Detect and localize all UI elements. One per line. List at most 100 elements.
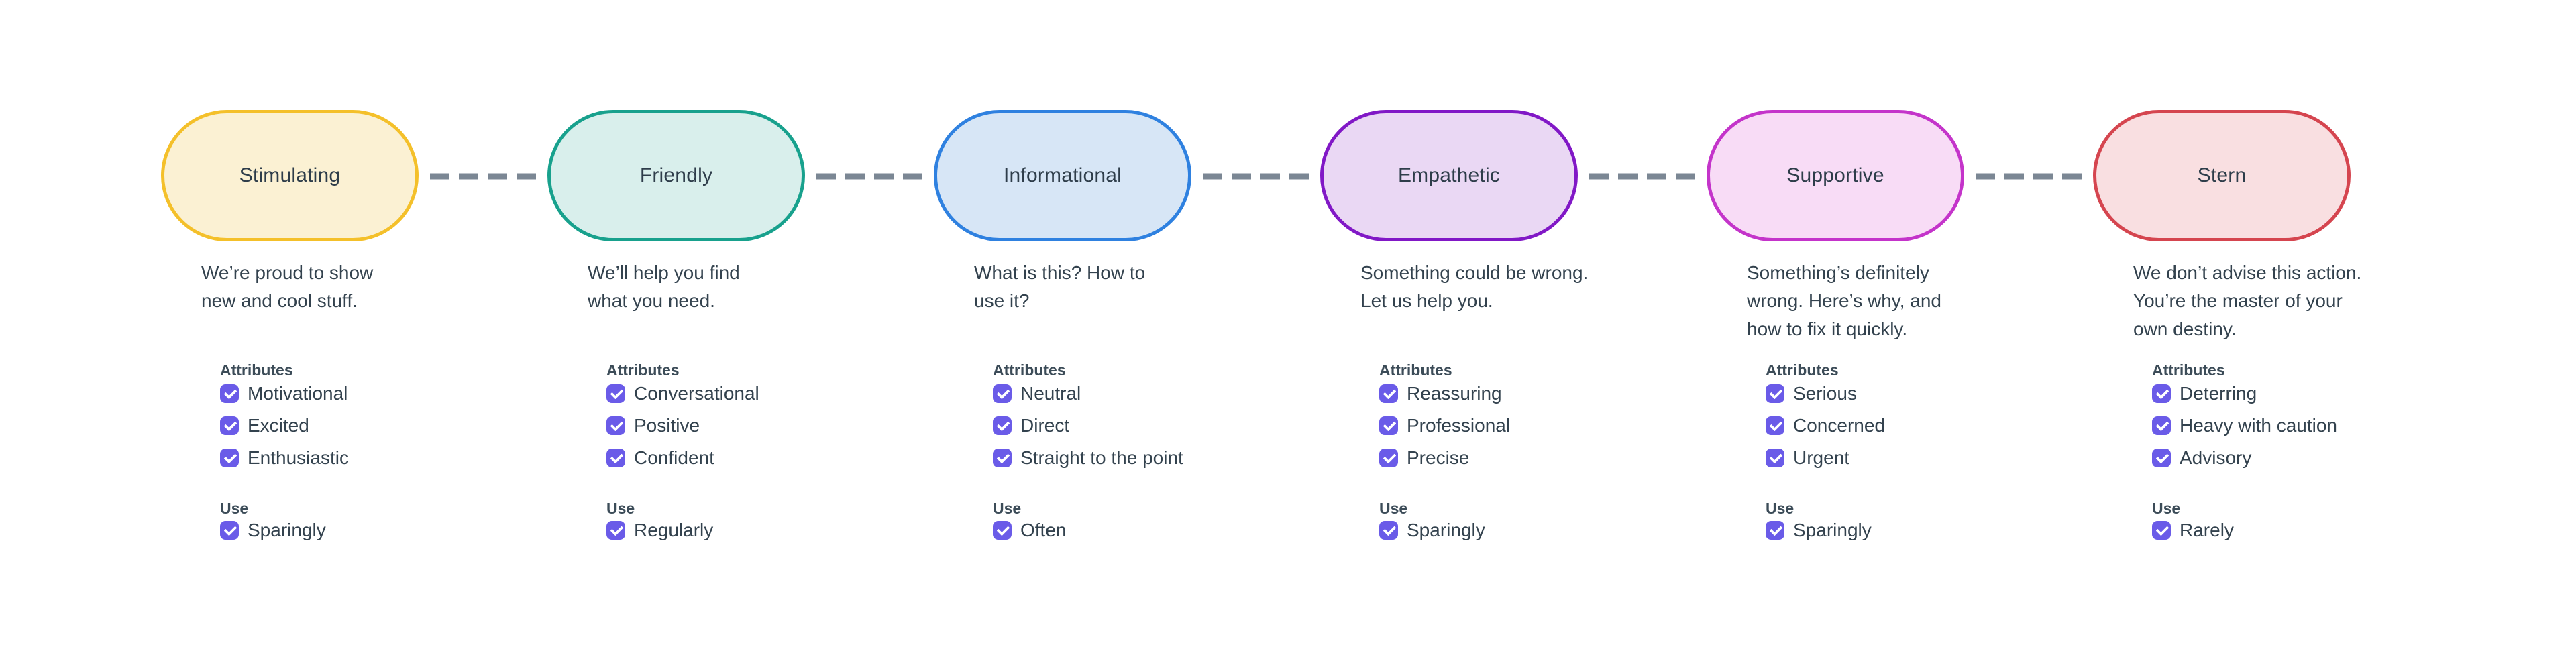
- attribute-label: Deterring: [2180, 383, 2257, 404]
- checkbox-checked-icon[interactable]: [220, 416, 239, 435]
- attributes-heading: Attributes: [993, 361, 1066, 379]
- tone-label: Stimulating: [239, 164, 341, 186]
- checkbox-checked-icon[interactable]: [606, 449, 625, 467]
- checkbox-checked-icon[interactable]: [993, 521, 1012, 540]
- checkbox-checked-icon[interactable]: [220, 384, 239, 403]
- attribute-label: Heavy with caution: [2180, 415, 2338, 436]
- tone-description: We don’t advise this action. You’re the …: [2133, 262, 2362, 339]
- attribute-label: Advisory: [2180, 447, 2252, 468]
- tone-description: Something could be wrong. Let us help yo…: [1360, 262, 1589, 311]
- attribute-row: Enthusiastic: [220, 447, 349, 469]
- attribute-label: Professional: [1407, 415, 1511, 436]
- checkbox-checked-icon[interactable]: [220, 449, 239, 467]
- checkbox-checked-icon[interactable]: [220, 521, 239, 540]
- use-label: Regularly: [634, 520, 714, 540]
- checkbox-checked-icon[interactable]: [993, 384, 1012, 403]
- attribute-row: Precise: [1379, 447, 1469, 469]
- checkbox-checked-icon[interactable]: [1766, 416, 1784, 435]
- attribute-row: Serious: [1766, 382, 1857, 405]
- checkmark-icon: [1769, 418, 1783, 432]
- checkmark-icon: [1769, 386, 1783, 400]
- attribute-row: Excited: [220, 414, 309, 437]
- checkmark-icon: [610, 450, 624, 464]
- attributes-heading: Attributes: [606, 361, 680, 379]
- attribute-row: Confident: [606, 447, 714, 469]
- tone-column-empathetic: Empathetic Something could be wrong. Let…: [1320, 0, 1707, 649]
- checkbox-checked-icon[interactable]: [1766, 449, 1784, 467]
- checkbox-checked-icon[interactable]: [1766, 521, 1784, 540]
- checkmark-icon: [996, 522, 1010, 536]
- tone-label: Empathetic: [1397, 164, 1501, 186]
- tone-pill: Stern: [2093, 110, 2351, 241]
- tone-pill: Stimulating: [161, 110, 419, 241]
- use-row: Sparingly: [1766, 519, 1872, 542]
- checkbox-checked-icon[interactable]: [1379, 416, 1398, 435]
- use-label: Rarely: [2180, 520, 2234, 540]
- checkmark-icon: [1383, 522, 1397, 536]
- checkbox-checked-icon[interactable]: [1766, 384, 1784, 403]
- attribute-label: Concerned: [1793, 415, 1885, 436]
- attribute-label: Positive: [634, 415, 700, 436]
- attributes-heading: Attributes: [1379, 361, 1452, 379]
- checkmark-icon: [223, 522, 237, 536]
- tone-description: We’re proud to show new and cool stuff.: [201, 262, 374, 311]
- checkbox-checked-icon[interactable]: [606, 416, 625, 435]
- tone-description: We’ll help you find what you need.: [588, 262, 740, 311]
- checkbox-checked-icon[interactable]: [606, 384, 625, 403]
- use-label: Sparingly: [1793, 520, 1872, 540]
- checkbox-checked-icon[interactable]: [2152, 449, 2171, 467]
- attribute-label: Conversational: [634, 383, 759, 404]
- use-row: Sparingly: [1379, 519, 1485, 542]
- tone-column-supportive: Supportive Something’s definitely wrong.…: [1707, 0, 2093, 649]
- attribute-row: Deterring: [2152, 382, 2257, 405]
- attribute-row: Conversational: [606, 382, 759, 405]
- use-row: Often: [993, 519, 1066, 542]
- checkmark-icon: [1383, 450, 1397, 464]
- tone-column-stimulating: Stimulating We’re proud to show new and …: [161, 0, 547, 649]
- checkbox-checked-icon[interactable]: [2152, 521, 2171, 540]
- checkbox-checked-icon[interactable]: [993, 449, 1012, 467]
- checkmark-icon: [1769, 450, 1783, 464]
- checkmark-icon: [223, 450, 237, 464]
- attribute-row: Positive: [606, 414, 700, 437]
- checkmark-icon: [2155, 522, 2169, 536]
- attributes-heading: Attributes: [220, 361, 293, 379]
- checkmark-icon: [2155, 418, 2169, 432]
- checkmark-icon: [1769, 522, 1783, 536]
- attribute-label: Motivational: [248, 383, 348, 404]
- use-row: Regularly: [606, 519, 713, 542]
- use-heading: Use: [1766, 499, 1794, 517]
- checkmark-icon: [2155, 386, 2169, 400]
- checkmark-icon: [996, 386, 1010, 400]
- use-heading: Use: [220, 499, 249, 517]
- checkbox-checked-icon[interactable]: [1379, 449, 1398, 467]
- use-heading: Use: [993, 499, 1022, 517]
- checkmark-icon: [610, 386, 624, 400]
- checkmark-icon: [223, 386, 237, 400]
- attribute-label: Neutral: [1020, 383, 1081, 404]
- checkmark-icon: [1383, 386, 1397, 400]
- checkmark-icon: [996, 450, 1010, 464]
- tone-label: Supportive: [1786, 164, 1884, 186]
- use-row: Rarely: [2152, 519, 2234, 542]
- attribute-row: Heavy with caution: [2152, 414, 2337, 437]
- checkbox-checked-icon[interactable]: [993, 416, 1012, 435]
- attribute-label: Reassuring: [1407, 383, 1502, 404]
- attribute-label: Confident: [634, 447, 714, 468]
- attribute-row: Concerned: [1766, 414, 1885, 437]
- checkmark-icon: [996, 418, 1010, 432]
- tone-label: Informational: [1003, 164, 1122, 186]
- checkbox-checked-icon[interactable]: [2152, 384, 2171, 403]
- checkbox-checked-icon[interactable]: [606, 521, 625, 540]
- attribute-label: Precise: [1407, 447, 1470, 468]
- checkbox-checked-icon[interactable]: [1379, 384, 1398, 403]
- checkbox-checked-icon[interactable]: [2152, 416, 2171, 435]
- tone-column-stern: Stern We don’t advise this action. You’r…: [2093, 0, 2479, 649]
- tone-column-informational: Informational What is this? How to use i…: [934, 0, 1320, 649]
- attribute-row: Reassuring: [1379, 382, 1502, 405]
- attributes-heading: Attributes: [2152, 361, 2225, 379]
- attribute-label: Direct: [1020, 415, 1070, 436]
- checkbox-checked-icon[interactable]: [1379, 521, 1398, 540]
- attribute-label: Excited: [248, 415, 309, 436]
- attributes-heading: Attributes: [1766, 361, 1839, 379]
